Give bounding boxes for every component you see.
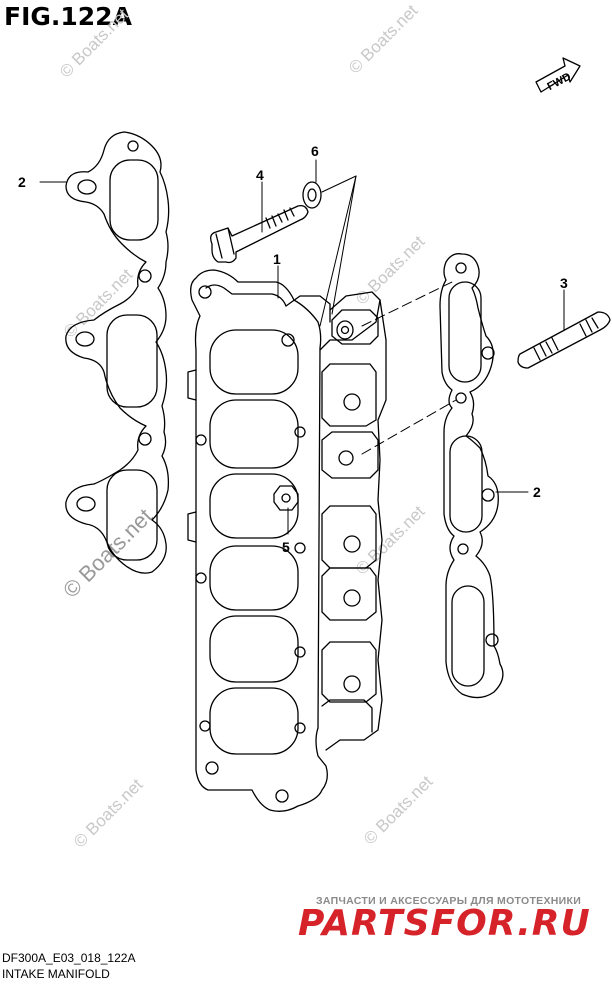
flange-bolt <box>210 204 309 264</box>
callout-6: 6 <box>311 143 319 159</box>
callout-5: 5 <box>282 539 290 555</box>
callout-3: 3 <box>560 275 568 291</box>
callout-2-left: 2 <box>18 174 26 190</box>
figure-title: FIG.122A <box>4 2 132 31</box>
callout-4: 4 <box>256 167 264 183</box>
fwd-arrow-icon <box>535 57 581 93</box>
intake-manifold <box>187 269 387 812</box>
promo-tagline: ЗАПЧАСТИ И АКСЕССУАРЫ ДЛЯ МОТОТЕХНИКИ <box>316 895 582 907</box>
stud-bolt <box>517 311 611 369</box>
callout-1: 1 <box>273 251 281 267</box>
right-gasket <box>439 253 504 699</box>
callout-2-right: 2 <box>533 484 541 500</box>
washer <box>302 181 322 209</box>
diagram-code: DF300A_E03_018_122A <box>2 951 136 965</box>
left-gasket <box>65 131 170 574</box>
promo-logo[interactable]: PARTSFOR.RU <box>298 903 591 944</box>
leader-lines <box>39 159 565 535</box>
diagram-name: INTAKE MANIFOLD <box>2 967 110 981</box>
